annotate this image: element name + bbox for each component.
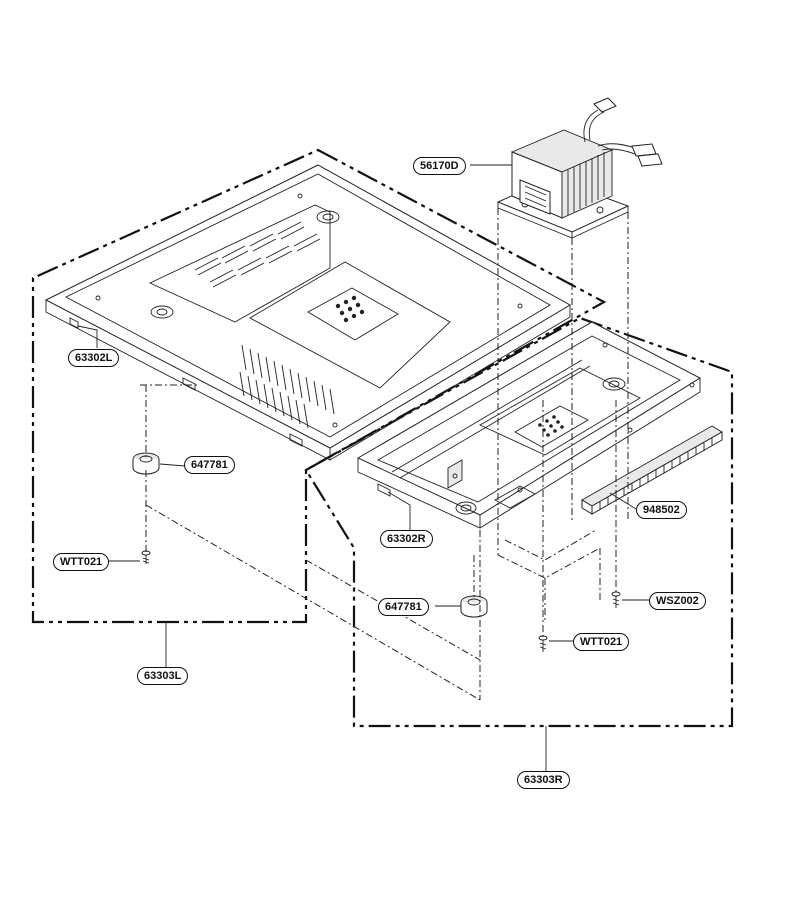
transformer[interactable] — [496, 97, 663, 239]
screw-right[interactable] — [538, 635, 548, 652]
label-base-assembly-right[interactable]: 63303R — [517, 771, 570, 789]
label-screw-right[interactable]: WTT021 — [573, 633, 630, 651]
rubber-strip[interactable] — [581, 425, 723, 515]
label-base-plate-left[interactable]: 63302L — [68, 349, 120, 367]
base-plate-left[interactable] — [44, 164, 572, 461]
screw-left[interactable] — [141, 550, 151, 564]
label-screw-wsz[interactable]: WSZ002 — [649, 592, 706, 610]
foot-right[interactable] — [460, 595, 488, 618]
label-base-assembly-left[interactable]: 63303L — [137, 667, 189, 685]
label-rubber-strip[interactable]: 948502 — [636, 501, 687, 519]
label-base-plate-right[interactable]: 63302R — [380, 530, 433, 548]
label-foot-right[interactable]: 647781 — [378, 598, 429, 616]
label-foot-left[interactable]: 647781 — [184, 456, 235, 474]
leader-lines — [77, 164, 650, 772]
label-screw-left[interactable]: WTT021 — [53, 553, 110, 571]
screw-wsz[interactable] — [611, 591, 621, 608]
base-plate-right[interactable] — [356, 321, 702, 529]
foot-left[interactable] — [132, 452, 160, 475]
boundary-assembly-left — [31, 148, 607, 624]
boundary-assembly-right — [304, 316, 734, 728]
label-transformer[interactable]: 56170D — [413, 157, 466, 175]
